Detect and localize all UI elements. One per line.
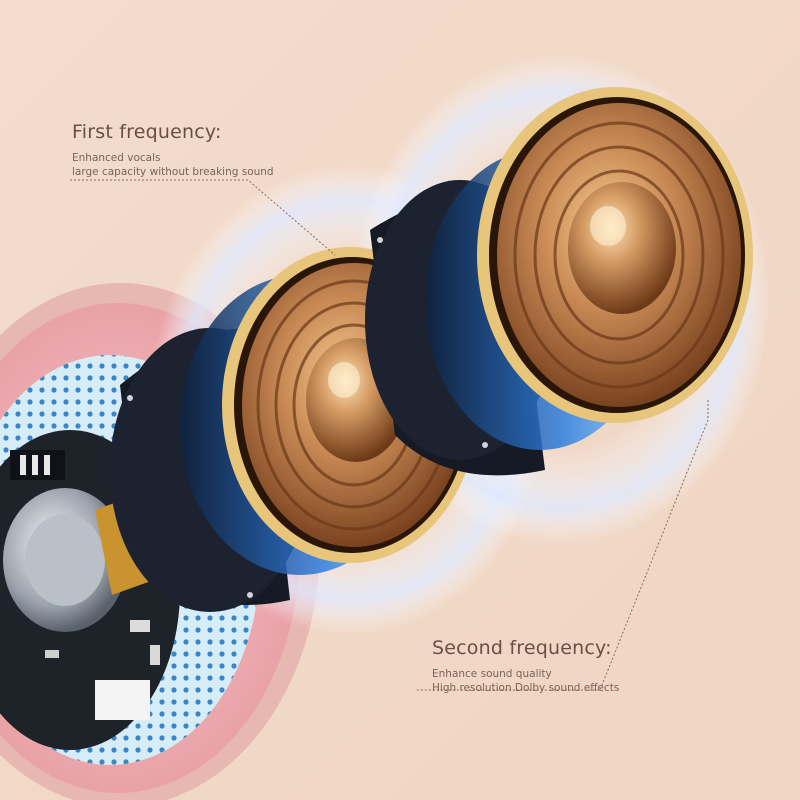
second-frequency-line-1: Enhance sound quality bbox=[432, 668, 552, 680]
first-frequency-line-2: large capacity without breaking sound bbox=[72, 166, 274, 178]
first-frequency-driver bbox=[110, 247, 478, 612]
second-frequency-line-2: High resolution Dolby sound effects bbox=[432, 682, 620, 694]
second-frequency-title: Second frequency: bbox=[432, 637, 612, 659]
first-frequency-leader bbox=[70, 179, 336, 256]
first-frequency-callout: First frequency: Enhanced vocals large c… bbox=[72, 121, 274, 179]
second-frequency-driver bbox=[365, 87, 753, 476]
first-frequency-title: First frequency: bbox=[72, 121, 222, 143]
second-frequency-callout: Second frequency: Enhance sound quality … bbox=[432, 637, 619, 695]
first-frequency-line-1: Enhanced vocals bbox=[72, 152, 161, 164]
second-frequency-leader bbox=[415, 400, 709, 691]
